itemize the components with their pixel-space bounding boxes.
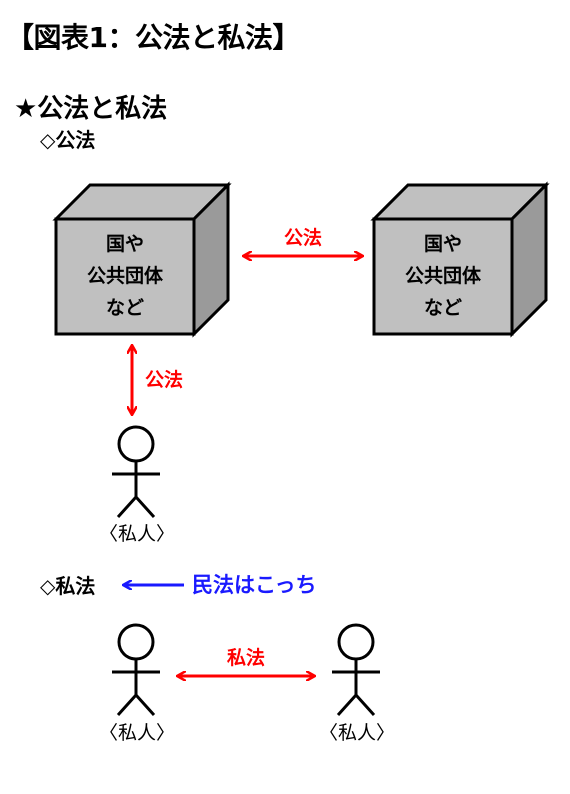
box-left-line-1: 国や xyxy=(106,233,144,255)
box-left-line-2: 公共団体 xyxy=(87,264,164,287)
private-law-label: ◇私法 xyxy=(40,574,96,598)
cube-front-face xyxy=(372,217,514,336)
box-right-line-2: 公共団体 xyxy=(405,264,482,287)
public-law-label: ◇公法 xyxy=(40,128,96,152)
person-caption: 〈私人〉 xyxy=(99,523,175,545)
public-law-arrow-label-horizontal: 公法 xyxy=(284,226,322,249)
box-left-line-3: など xyxy=(106,297,144,319)
person-icon xyxy=(112,623,160,717)
person-icon xyxy=(112,425,160,519)
public-law-arrow-label-vertical: 公法 xyxy=(145,368,183,391)
civil-law-pointer-text: 民法はこっち xyxy=(192,573,317,597)
box-right-line-3: など xyxy=(424,297,462,319)
box-right-line-1: 国や xyxy=(424,233,462,255)
government-box-right: 国や 公共団体 など xyxy=(370,181,550,338)
government-box-left: 国や 公共団体 など xyxy=(52,181,232,338)
person-caption-right: 〈私人〉 xyxy=(319,722,395,744)
figure-title: 【図表1：公法と私法】 xyxy=(6,21,300,54)
person-icon xyxy=(332,623,380,717)
section-heading: ★公法と私法 xyxy=(14,94,168,124)
person-caption-left: 〈私人〉 xyxy=(99,722,175,744)
cube-front-face xyxy=(54,217,196,336)
private-law-arrow-label: 私法 xyxy=(227,646,265,669)
